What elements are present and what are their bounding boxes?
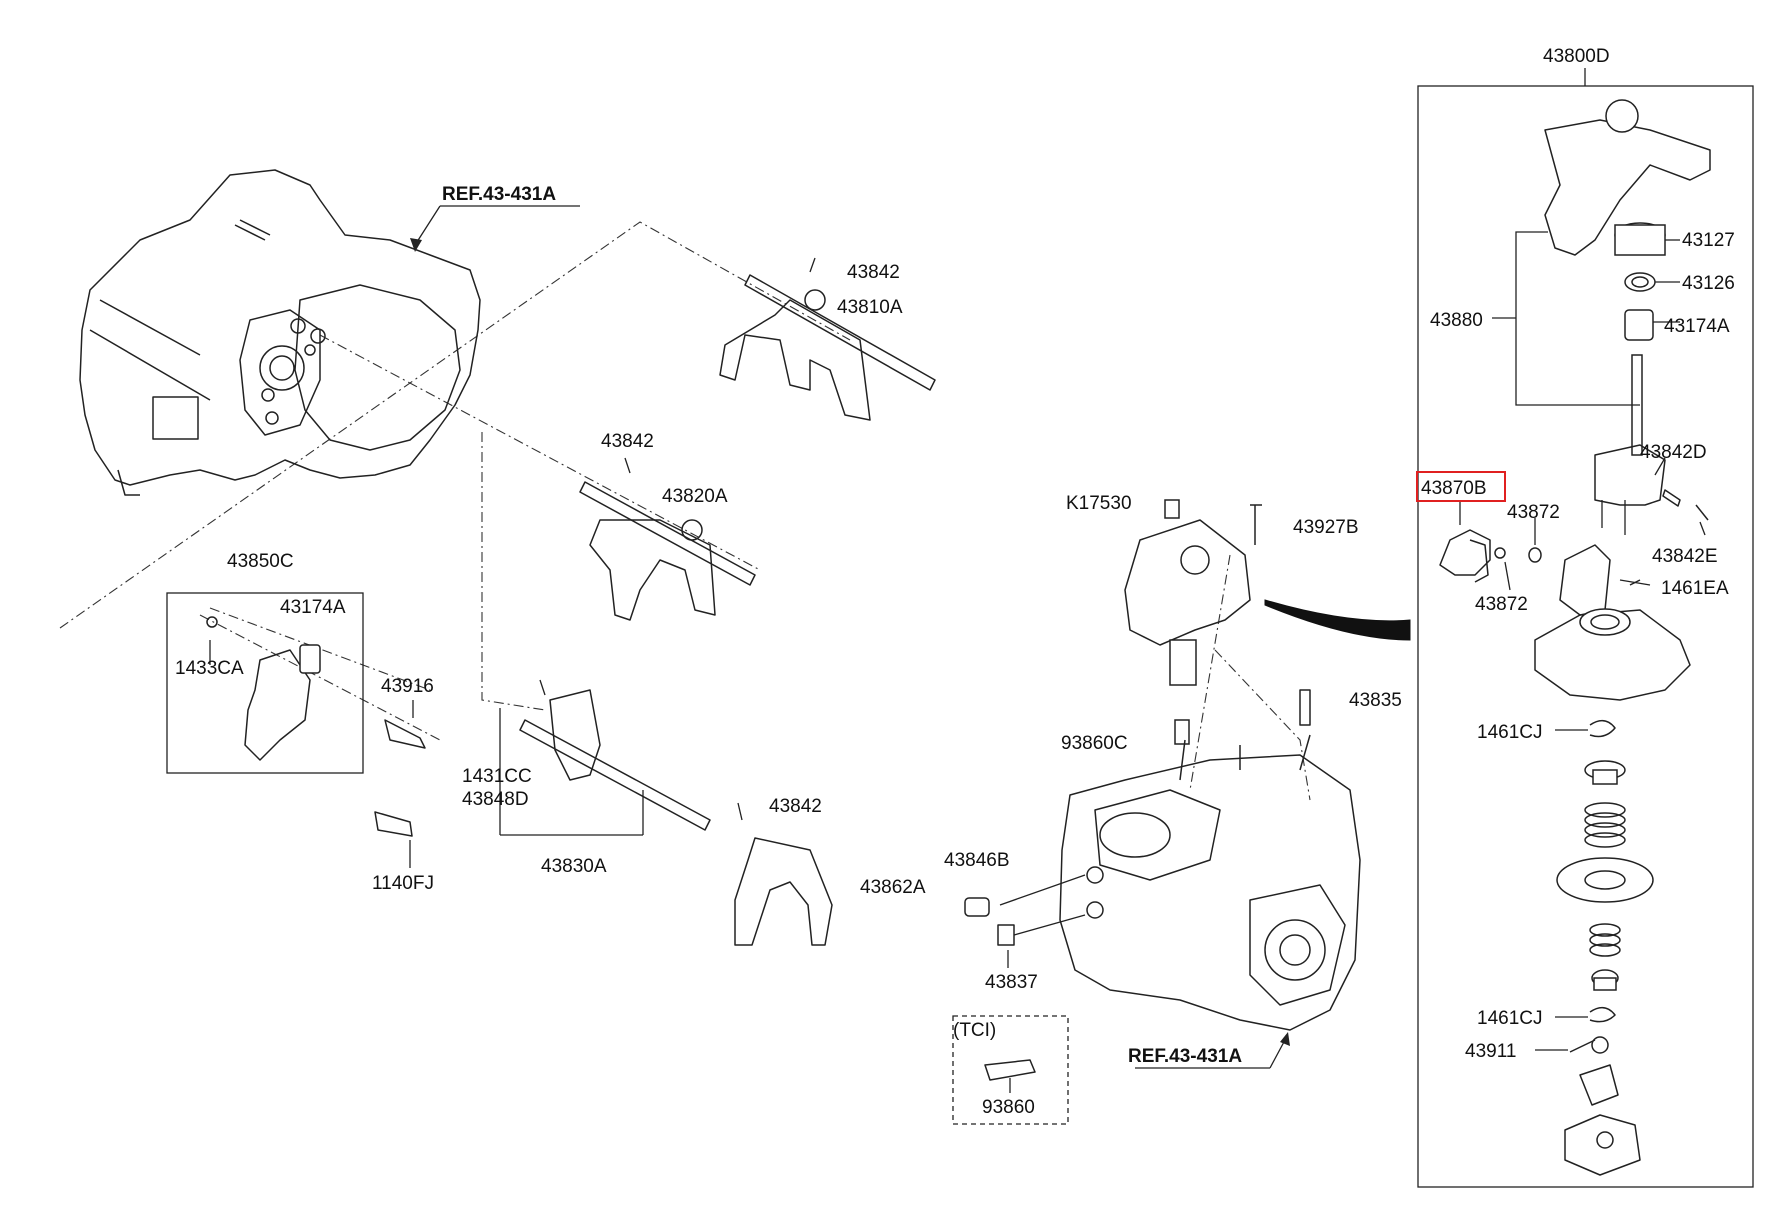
label-43870B: 43870B xyxy=(1421,478,1487,499)
ref-bottom-arrow xyxy=(1280,1032,1290,1046)
label-ref-bottom: REF.43-431A xyxy=(1128,1046,1242,1067)
label-K17530: K17530 xyxy=(1066,493,1132,514)
label-tci: (TCI) xyxy=(953,1020,996,1041)
spring-43911 xyxy=(1569,1036,1609,1054)
selector-43850C xyxy=(206,616,426,837)
label-43846B: 43846B xyxy=(944,850,1010,871)
label-1433CA: 1433CA xyxy=(175,658,244,679)
leader-43842E xyxy=(1699,521,1706,536)
tci-box xyxy=(952,1015,1069,1125)
shift-tower-assembly xyxy=(1124,499,1411,745)
label-43800D: 43800D xyxy=(1543,46,1610,67)
label-43837: 43837 xyxy=(985,972,1038,993)
spring-stack xyxy=(1556,760,1654,991)
sensor-93860 xyxy=(984,1059,1036,1081)
label-43911: 43911 xyxy=(1465,1041,1516,1062)
label-ref-top: REF.43-431A xyxy=(442,184,556,205)
highlight-box-43870B xyxy=(1416,471,1506,502)
label-43174A-left: 43174A xyxy=(280,597,346,618)
shift-housing xyxy=(1534,544,1691,701)
shift-fork-43810A xyxy=(719,257,936,421)
leader-43842D xyxy=(1654,457,1666,476)
label-43880: 43880 xyxy=(1430,310,1483,331)
gearbox-main xyxy=(964,734,1361,1031)
label-43842-a: 43842 xyxy=(847,262,900,283)
label-43848D: 43848D xyxy=(462,789,529,810)
assembly-box-43800D xyxy=(1417,85,1754,1188)
label-43927B: 43927B xyxy=(1293,517,1359,538)
ref-top-arrow xyxy=(410,238,422,252)
label-1431CC: 1431CC xyxy=(462,766,532,787)
label-43872-b: 43872 xyxy=(1475,594,1528,615)
label-93860: 93860 xyxy=(982,1097,1035,1118)
label-43174A-right: 43174A xyxy=(1664,316,1730,337)
label-43127: 43127 xyxy=(1682,230,1735,251)
label-43842D: 43842D xyxy=(1640,442,1707,463)
label-43830A: 43830A xyxy=(541,856,607,877)
washer-43872-b xyxy=(1528,547,1542,563)
label-43916: 43916 xyxy=(381,676,434,697)
label-43820A: 43820A xyxy=(662,486,728,507)
label-43850C: 43850C xyxy=(227,551,294,572)
leader-1461EA xyxy=(1619,579,1651,586)
label-43872-a: 43872 xyxy=(1507,502,1560,523)
ref-top-leader xyxy=(414,205,580,246)
label-43842-c: 43842 xyxy=(769,796,822,817)
shift-rail-43830A xyxy=(499,679,711,836)
label-43842-b: 43842 xyxy=(601,431,654,452)
label-1461CJ-b: 1461CJ xyxy=(1477,1008,1543,1029)
label-43835: 43835 xyxy=(1349,690,1402,711)
label-43842E: 43842E xyxy=(1652,546,1718,567)
label-93860C: 93860C xyxy=(1061,733,1128,754)
lower-bracket xyxy=(1564,1064,1641,1176)
clip-1461CJ-a xyxy=(1589,719,1616,738)
alignment-lines xyxy=(59,221,1311,801)
clip-1461CJ-b xyxy=(1589,1006,1616,1023)
transmission-case-left xyxy=(79,169,481,496)
label-1140FJ: 1140FJ xyxy=(372,873,434,894)
washer-43872-a xyxy=(1494,547,1506,559)
bracket-43880 xyxy=(1492,231,1640,406)
label-1461EA: 1461EA xyxy=(1661,578,1729,599)
shift-fork-43820A xyxy=(579,457,756,621)
assembly-box-43850C xyxy=(166,592,364,774)
label-43862A: 43862A xyxy=(860,877,926,898)
label-43810A: 43810A xyxy=(837,297,903,318)
label-43126: 43126 xyxy=(1682,273,1735,294)
ref-bottom-leader xyxy=(1135,1039,1286,1069)
shift-fork-43862A xyxy=(734,802,833,946)
label-1461CJ-a: 1461CJ xyxy=(1477,722,1543,743)
bracket-43870B xyxy=(1439,500,1491,583)
leader-43872-b xyxy=(1504,561,1511,591)
